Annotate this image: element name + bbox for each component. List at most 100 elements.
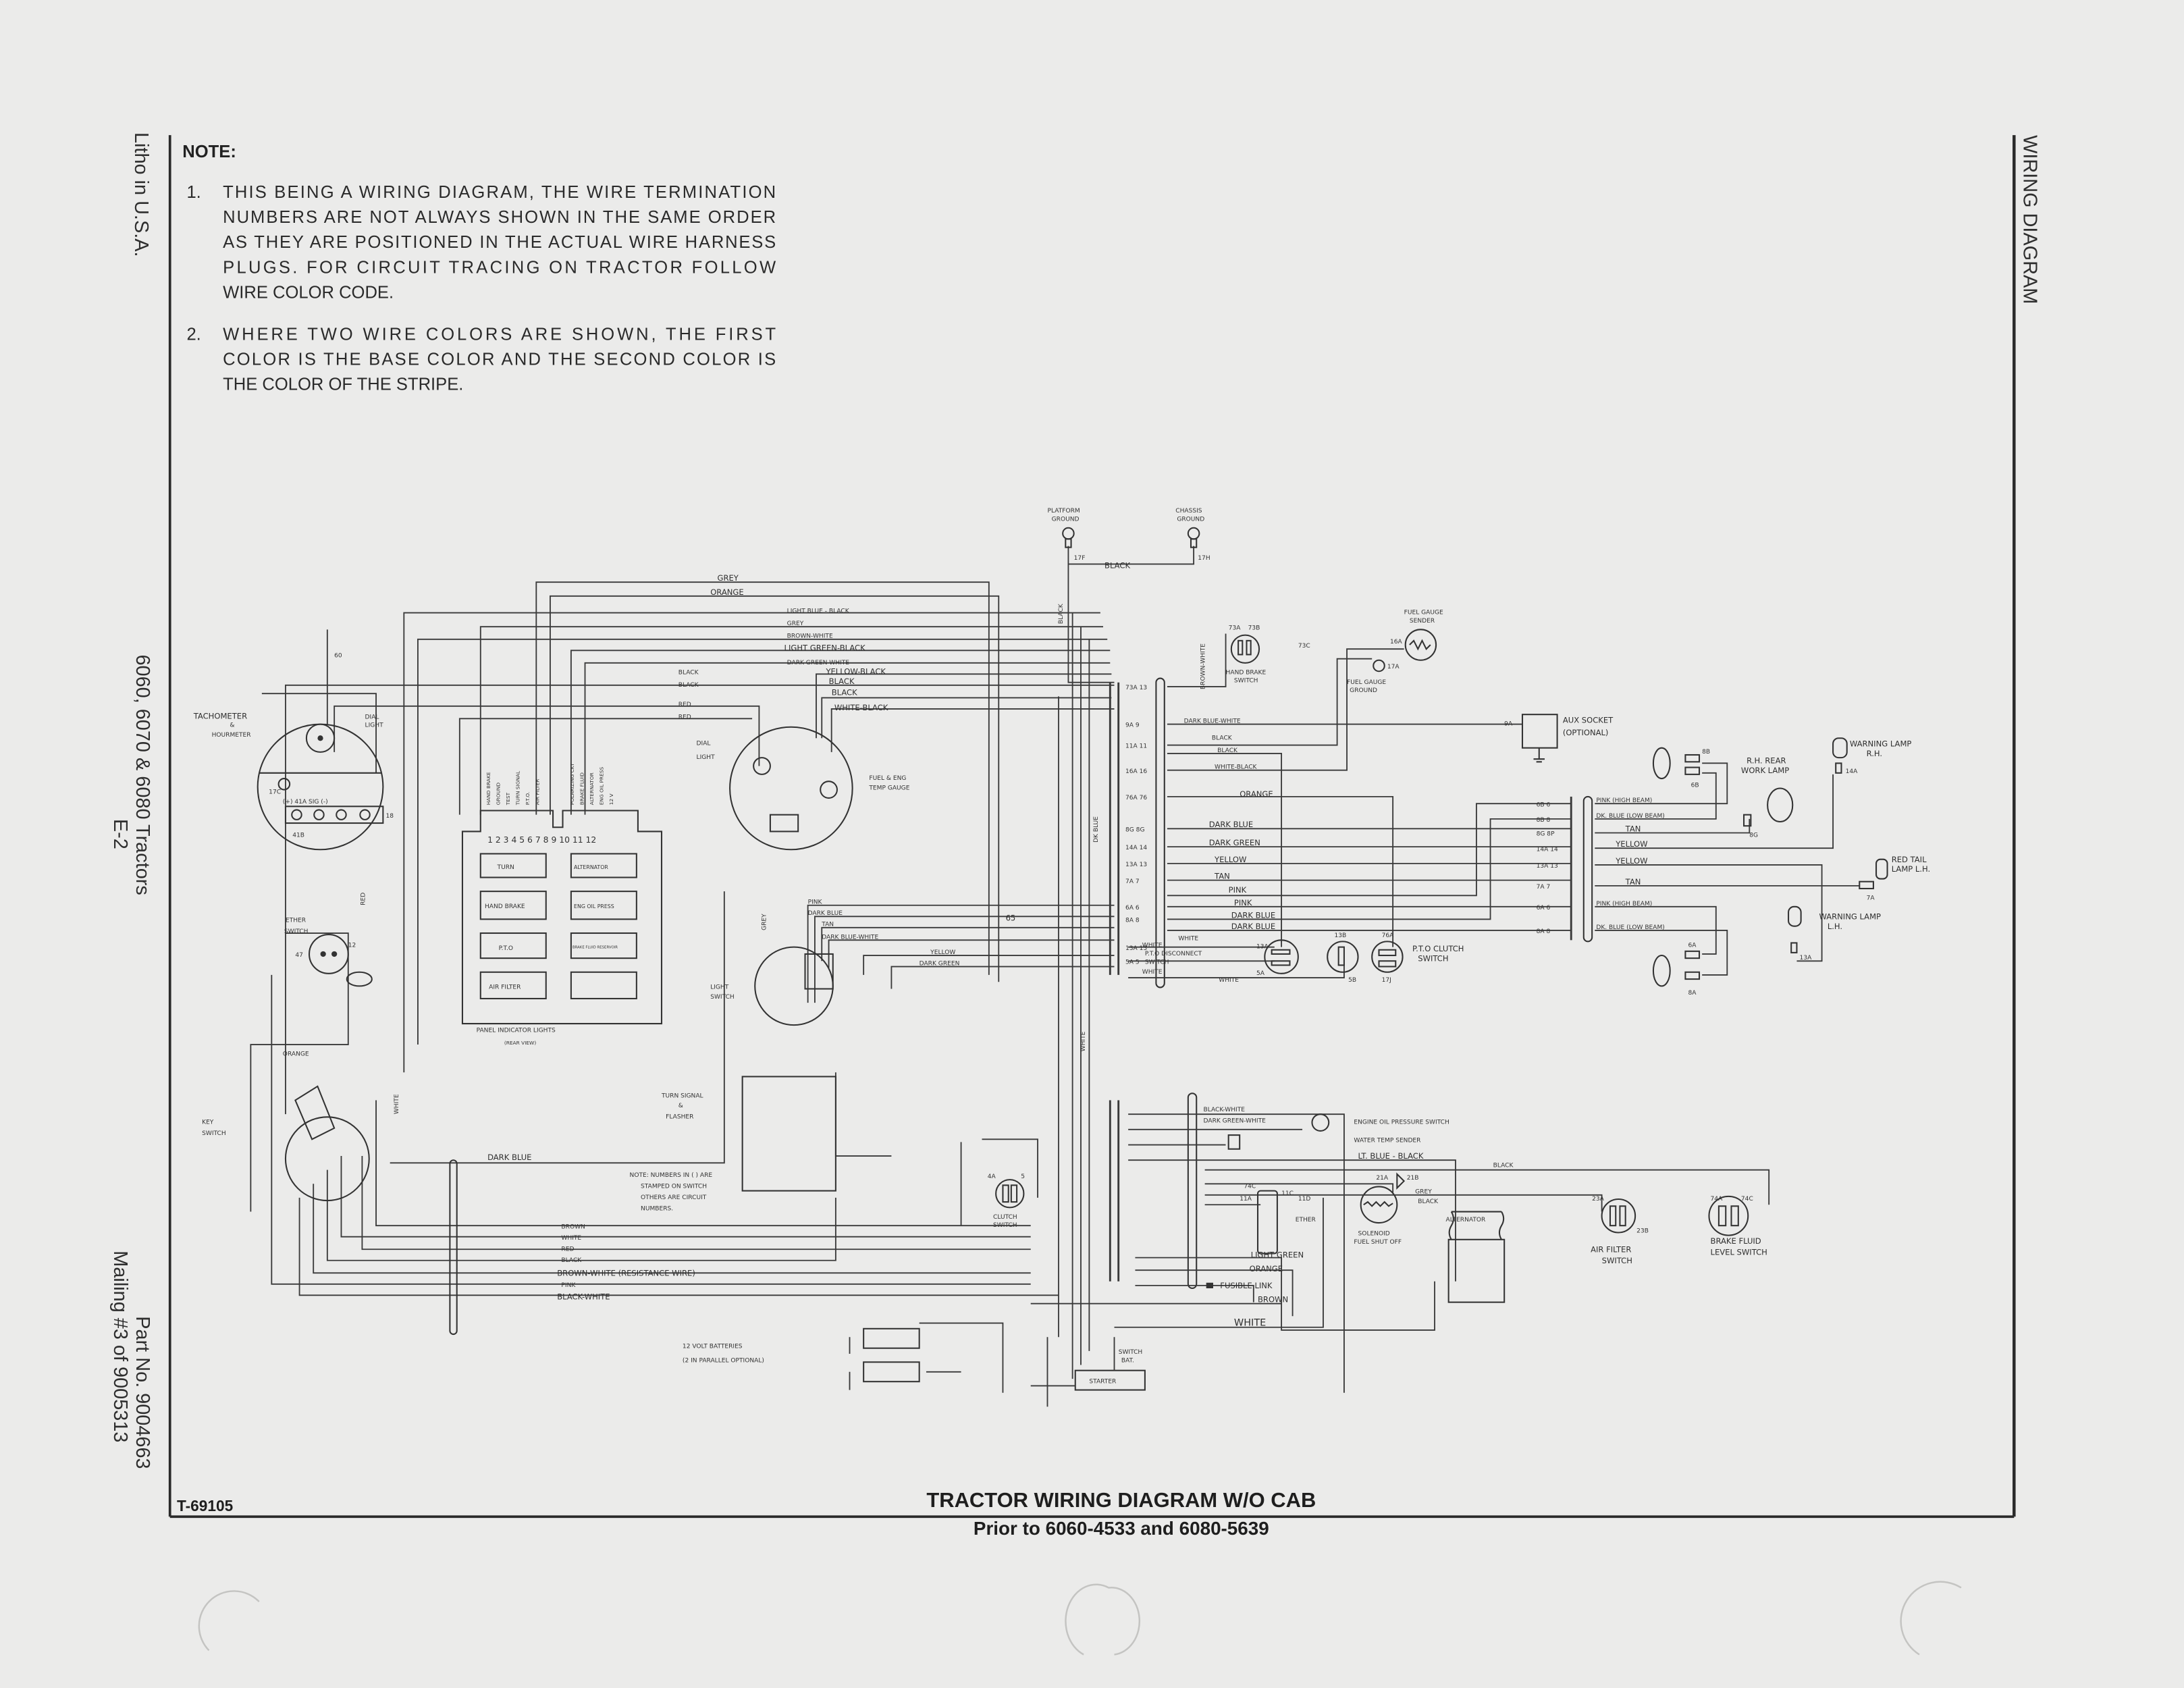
note-line: NUMBERS ARE NOT ALWAYS SHOWN IN THE SAME… — [223, 208, 776, 227]
connector-pin: 9A 9 — [1125, 722, 1140, 729]
terminal-label: POLARIZING CKT — [569, 763, 575, 805]
label: WORK LAMP — [1741, 766, 1789, 775]
pto-switches: P.T.O DISCONNECT SWITCH 13A 5A 13B 76A 5… — [1145, 932, 1464, 984]
punch-holes — [198, 1581, 1962, 1656]
label: FUEL GAUGE — [1404, 610, 1443, 616]
wire-label: TAN — [1625, 824, 1641, 833]
wire-label: GREY — [787, 621, 804, 627]
wire-label: LT. BLUE - BLACK — [1358, 1151, 1424, 1161]
label: LIGHT — [697, 754, 716, 761]
label: ENGINE OIL PRESSURE SWITCH — [1354, 1119, 1449, 1126]
part-number: Part No. 9004663 — [132, 1316, 153, 1469]
indicator-turn: TURN — [497, 864, 514, 871]
wire-label: LIGHT GREEN — [1251, 1250, 1304, 1260]
wire-label: PINK — [808, 899, 823, 906]
label: SWITCH — [202, 1130, 226, 1137]
wire-label: BLACK — [1418, 1198, 1439, 1205]
rear-lamps: 8B 6B 6A 8A 8G R.H. REAR WORK LAMP 14A W… — [1652, 737, 1930, 997]
wire-label: BLACK — [1104, 561, 1130, 571]
label: PLATFORM — [1047, 508, 1080, 515]
connector-pin: 13A 13 — [1125, 945, 1147, 952]
wire-label: DARK BLUE — [808, 910, 843, 917]
wire-label: ORANGE — [283, 1051, 309, 1058]
note-number: 2. — [186, 325, 201, 344]
engine-components: BLACK-WHITE DARK GREEN-WHITE ENGINE OIL … — [1204, 1107, 1767, 1329]
terminal-label: 5B — [1348, 977, 1356, 984]
label: WARNING LAMP — [1819, 912, 1881, 921]
label: BAT. — [1121, 1357, 1134, 1364]
terminal-label: 73B — [1248, 625, 1260, 631]
wire-label: DARK GREEN-WHITE — [1204, 1118, 1267, 1125]
terminal-label: 74C — [1741, 1196, 1753, 1203]
wire-label: ORANGE — [1250, 1264, 1283, 1273]
wire-label: WHITE — [1142, 969, 1163, 976]
terminal-label: 18 — [385, 813, 394, 820]
wire-label: BLACK — [678, 682, 699, 689]
note-line: PLUGS. FOR CIRCUIT TRACING ON TRACTOR FO… — [223, 258, 776, 277]
light-switch: LIGHT SWITCH PINK DARK BLUE TAN DARK BLU… — [710, 899, 1015, 1026]
note-heading: NOTE: — [182, 142, 236, 161]
indicator-air-filter: AIR FILTER — [489, 984, 521, 991]
connector-pin: 6B 6 — [1537, 801, 1551, 808]
diagram-subtitle: Prior to 6060-4533 and 6080-5639 — [974, 1518, 1269, 1539]
label: (OPTIONAL) — [1563, 728, 1609, 737]
label: ALTERNATOR — [1446, 1217, 1487, 1223]
label: BRAKE FLUID — [1711, 1236, 1761, 1246]
terminal-label: 13B — [1334, 932, 1346, 939]
wire-label: BLACK — [1217, 747, 1238, 754]
panel-subtitle: (REAR VIEW) — [504, 1040, 537, 1046]
wire-label: PINK — [1234, 898, 1252, 907]
wire-label: ORANGE — [1240, 789, 1273, 799]
wire-label: DARK BLUE — [487, 1153, 531, 1162]
terminal-label: 16A — [1390, 639, 1403, 645]
lower-wire-labels: DARK BLUE BROWN WHITE RED BLACK BROWN-WH… — [487, 1153, 695, 1301]
wire-label: WHITE — [1142, 943, 1163, 949]
aux-socket: 9A AUX SOCKET (OPTIONAL) — [1504, 714, 1614, 763]
label: P.T.O CLUTCH — [1412, 944, 1464, 953]
terminal-label: 21B — [1407, 1175, 1419, 1182]
connector-pin: 14A 14 — [1125, 845, 1147, 851]
label: DIAL — [697, 741, 711, 747]
wire-label: BLACK — [678, 669, 699, 676]
connector-pin: 14A 14 — [1537, 846, 1558, 853]
label: NOTE: NUMBERS IN ( ) ARE — [630, 1172, 713, 1179]
fuel-temp-gauge: DIAL LIGHT FUEL & ENG TEMP GAUGE — [697, 726, 910, 851]
wire-label: GREY — [762, 914, 768, 930]
wire-label: RED — [678, 702, 691, 708]
punch-hole — [1065, 1583, 1141, 1656]
label: & — [678, 1103, 683, 1109]
terminal-label: 21A — [1376, 1175, 1389, 1182]
wire-label: PINK (HIGH BEAM) — [1596, 901, 1652, 907]
starter-batteries: STARTER SWITCH BAT. 12 VOLT BATTERIES (2… — [683, 1322, 1146, 1407]
terminal-label: 11D — [1298, 1196, 1311, 1203]
terminal-label: 17H — [1198, 555, 1210, 562]
label: R.H. REAR — [1747, 756, 1786, 765]
connector-pin: 13A 13 — [1125, 862, 1147, 868]
terminal-label: 41B — [292, 833, 304, 839]
wire-label: BROWN — [561, 1223, 585, 1230]
wire-label: PINK (HIGH BEAM) — [1596, 797, 1652, 804]
panel-indicator-lights: 1 2 3 4 5 6 7 8 9 10 11 12 TURN ALTERNAT… — [461, 763, 663, 1046]
wire-label: YELLOW-BLACK — [825, 666, 886, 676]
connector-pin: 76A 76 — [1125, 795, 1147, 801]
wire-label: DARK BLUE — [1231, 922, 1275, 931]
ether-switch: ETHER SWITCH 47 12 — [284, 918, 373, 987]
label: GROUND — [1052, 516, 1080, 523]
terminal-label: GROUND — [496, 783, 502, 806]
terminal-label: ALTERNATOR — [589, 772, 595, 805]
terminal-label: 6B — [1691, 782, 1699, 789]
label: LAMP L.H. — [1892, 864, 1930, 874]
terminal-label: 17F — [1074, 555, 1086, 562]
label: R.H. — [1867, 749, 1882, 758]
connector-pin: 7A 7 — [1125, 878, 1140, 885]
label: CLUTCH — [993, 1214, 1017, 1221]
terminal-label: 23A — [1592, 1196, 1605, 1203]
wire-label: BLACK — [1058, 603, 1065, 624]
terminal-label: 7A — [1867, 895, 1875, 902]
notes-block: NOTE: 1. THIS BEING A WIRING DIAGRAM, TH… — [182, 142, 776, 394]
terminal-label: 74A — [1711, 1196, 1724, 1203]
label: SWITCH — [1418, 953, 1448, 963]
terminal-label: (+) 41A SIG (-) — [283, 799, 328, 806]
terminal-label: BRAKE FLUID — [579, 772, 585, 806]
label: KEY — [202, 1119, 214, 1126]
